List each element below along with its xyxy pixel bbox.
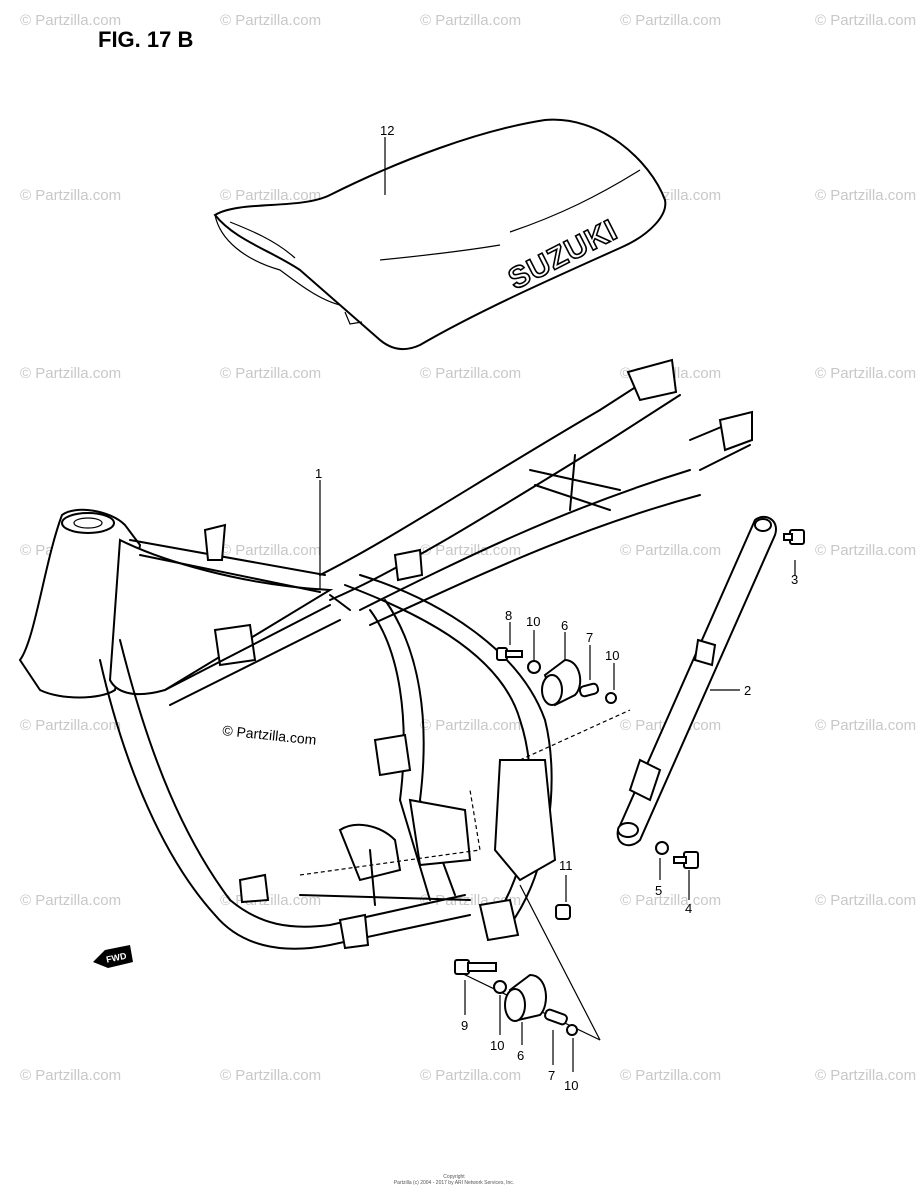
washer-10[interactable] <box>605 692 617 704</box>
watermark: © Partzilla.com <box>220 187 321 204</box>
callout-4: 4 <box>685 901 692 916</box>
watermark: © Partzilla.com <box>220 12 321 29</box>
callout-1: 1 <box>315 466 322 481</box>
callout-6b: 6 <box>517 1048 524 1063</box>
callout-8: 8 <box>505 608 512 623</box>
guide-line <box>519 709 631 761</box>
callout-6a: 6 <box>561 618 568 633</box>
washer-10[interactable] <box>527 660 541 674</box>
watermark: © Partzilla.com <box>620 542 721 559</box>
watermark: © Partzilla.com <box>420 365 521 382</box>
watermark: © Partzilla.com <box>20 187 121 204</box>
figure-title: FIG. 17 B <box>98 27 193 52</box>
watermark: © Partzilla.com <box>20 365 121 382</box>
callout-10a: 10 <box>526 614 540 629</box>
guide-line <box>519 884 601 1041</box>
callout-5: 5 <box>655 883 662 898</box>
washer-5[interactable] <box>655 841 669 855</box>
callout-3: 3 <box>791 572 798 587</box>
fwd-arrow-icon: FWD <box>93 945 133 968</box>
watermark: © Partzilla.com <box>420 1067 521 1084</box>
seat[interactable]: SUZUKI <box>213 118 667 351</box>
frame[interactable] <box>18 358 753 950</box>
fwd-label: FWD <box>105 951 128 965</box>
watermark: © Partzilla.com <box>815 717 916 734</box>
watermark: © Partzilla.com <box>220 365 321 382</box>
bolt-4[interactable] <box>673 851 699 869</box>
watermark: © Partzilla.com <box>815 892 916 909</box>
watermark: © Partzilla.com <box>620 1067 721 1084</box>
leader-lines <box>319 137 796 1072</box>
callout-10b: 10 <box>605 648 619 663</box>
washer-10[interactable] <box>493 980 507 994</box>
watermark: © Partzilla.com <box>20 717 121 734</box>
callout-11: 11 <box>559 858 573 873</box>
watermark: © Partzilla.com <box>620 892 721 909</box>
watermark: © Partzilla.com <box>20 1067 121 1084</box>
watermark: © Partzilla.com <box>815 187 916 204</box>
watermark: © Partzilla.com <box>420 12 521 29</box>
watermark: © Partzilla.com <box>815 542 916 559</box>
watermark: © Partzilla.com <box>620 12 721 29</box>
bolt-8[interactable] <box>496 647 523 661</box>
bushing-6[interactable] <box>504 973 547 1022</box>
nut-11[interactable] <box>555 904 571 920</box>
callout-2: 2 <box>744 683 751 698</box>
watermark: © Partzilla.com <box>420 717 521 734</box>
watermark: © Partzilla.com <box>815 12 916 29</box>
callout-12: 12 <box>380 123 394 138</box>
bolt-9[interactable] <box>454 959 497 975</box>
watermark: © Partzilla.com <box>220 1067 321 1084</box>
side-stand[interactable] <box>616 515 777 847</box>
callout-10d: 10 <box>564 1078 578 1093</box>
callout-7b: 7 <box>548 1068 555 1083</box>
watermark: © Partzilla.com <box>815 365 916 382</box>
copyright-line-2: Partzilla (c) 2004 - 2017 by ARI Network… <box>394 1180 514 1186</box>
watermark: © Partzilla.com <box>220 542 321 559</box>
collar-7[interactable] <box>544 1008 568 1026</box>
watermark: © Partzilla.com <box>815 1067 916 1084</box>
washer-10[interactable] <box>566 1024 578 1036</box>
collar-7[interactable] <box>578 682 600 698</box>
inline-watermark: © Partzilla.com <box>222 722 317 748</box>
watermark: © Partzilla.com <box>20 12 121 29</box>
watermark: © Partzilla.com <box>420 542 521 559</box>
bolt-3[interactable] <box>783 529 805 545</box>
bushing-6[interactable] <box>541 658 582 707</box>
callout-9: 9 <box>461 1018 468 1033</box>
callout-7a: 7 <box>586 630 593 645</box>
callout-10c: 10 <box>490 1038 504 1053</box>
copyright-line-1: Copyright <box>443 1174 465 1180</box>
watermark: © Partzilla.com <box>20 892 121 909</box>
